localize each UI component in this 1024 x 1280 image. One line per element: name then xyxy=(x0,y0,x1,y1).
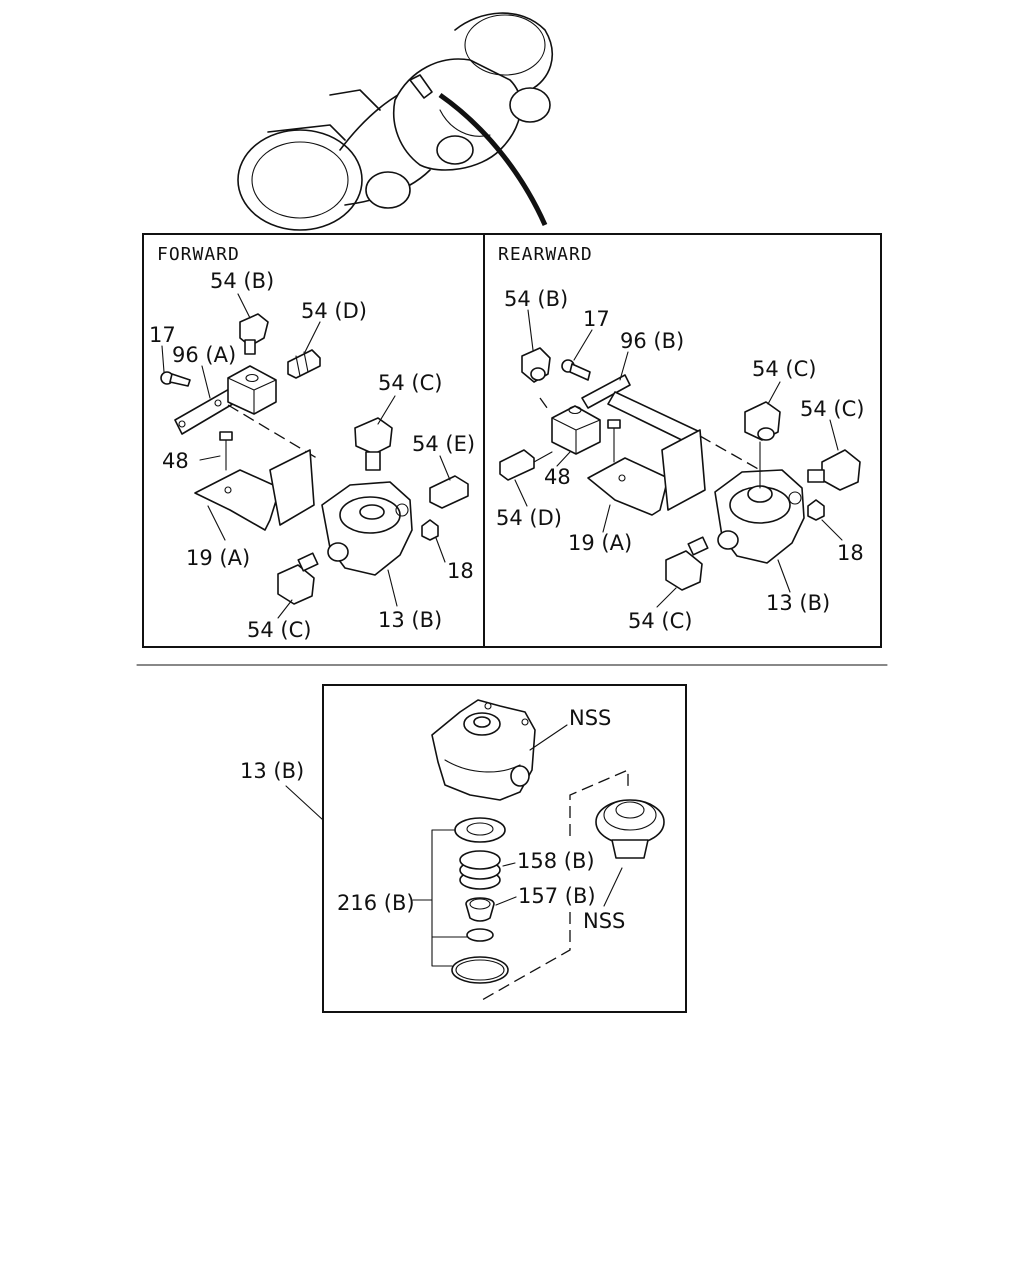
label-157b: 157 (B) xyxy=(518,884,596,908)
label-nss-bottom: NSS xyxy=(583,909,625,933)
connector-54e xyxy=(429,475,469,509)
label-158b: 158 (B) xyxy=(517,849,595,873)
label-54e: 54 (E) xyxy=(412,432,475,456)
label-nss-top: NSS xyxy=(569,706,611,730)
label-48: 48 xyxy=(544,465,571,489)
bolt-48 xyxy=(607,419,621,429)
label-216b: 216 (B) xyxy=(337,891,415,915)
rearward-leader-lines xyxy=(514,309,843,608)
label-54d: 54 (D) xyxy=(301,299,367,323)
small-o-ring xyxy=(466,928,494,942)
nut-18 xyxy=(421,519,439,541)
nut-18 xyxy=(807,499,825,521)
rearward-assembly: 54 (B) 17 96 (B) 54 (C) 54 (C) 48 54 (D)… xyxy=(496,287,864,633)
seal-ring xyxy=(454,817,506,843)
label-19a: 19 (A) xyxy=(186,546,250,570)
label-54c-top: 54 (C) xyxy=(378,371,442,395)
label-18: 18 xyxy=(447,559,474,583)
valve-body xyxy=(431,699,536,801)
label-96a: 96 (A) xyxy=(172,343,236,367)
elbow-fitting-54b xyxy=(239,313,269,347)
bolt-48 xyxy=(219,431,233,441)
label-13b-detail: 13 (B) xyxy=(240,759,304,783)
elbow-fitting-54c-right xyxy=(821,449,861,491)
connector-54d xyxy=(499,449,535,481)
label-48: 48 xyxy=(162,449,189,473)
label-18: 18 xyxy=(837,541,864,565)
forward-rearward-frame xyxy=(142,233,882,648)
axle-overview-illustration xyxy=(237,12,554,231)
bracket-96b xyxy=(581,374,631,409)
label-96b: 96 (B) xyxy=(620,329,684,353)
large-o-ring xyxy=(451,956,509,984)
rearward-section-title: REARWARD xyxy=(498,244,593,265)
bracket-19a xyxy=(194,469,281,531)
spring-158b xyxy=(459,850,501,890)
label-19a: 19 (A) xyxy=(568,531,632,555)
label-13b: 13 (B) xyxy=(766,591,830,615)
elbow-fitting-54c-bottom xyxy=(277,564,315,605)
label-54c-right: 54 (C) xyxy=(800,397,864,421)
label-54d: 54 (D) xyxy=(496,506,562,530)
label-54b: 54 (B) xyxy=(504,287,568,311)
label-54c-top: 54 (C) xyxy=(752,357,816,381)
forward-leader-lines xyxy=(161,293,451,619)
label-54c-bottom: 54 (C) xyxy=(628,609,692,633)
forward-section-title: FORWARD xyxy=(157,244,240,265)
label-54c-bottom: 54 (C) xyxy=(247,618,311,642)
label-17: 17 xyxy=(583,307,610,331)
valve-detail-section: 13 (B) NSS NSS 158 (B) xyxy=(240,684,687,1013)
elbow-fitting-54c-top xyxy=(354,417,393,455)
label-13b: 13 (B) xyxy=(378,608,442,632)
connector-54d xyxy=(287,349,321,379)
tee-block xyxy=(227,365,277,415)
label-17: 17 xyxy=(149,323,176,347)
label-54b: 54 (B) xyxy=(210,269,274,293)
detail-frame xyxy=(322,684,687,1013)
elbow-fitting-54c-bottom xyxy=(665,550,703,591)
forward-assembly: 54 (B) 54 (D) 17 96 (A) 54 (C) 54 (E) 48… xyxy=(149,269,475,642)
bracket-19a xyxy=(587,457,669,516)
